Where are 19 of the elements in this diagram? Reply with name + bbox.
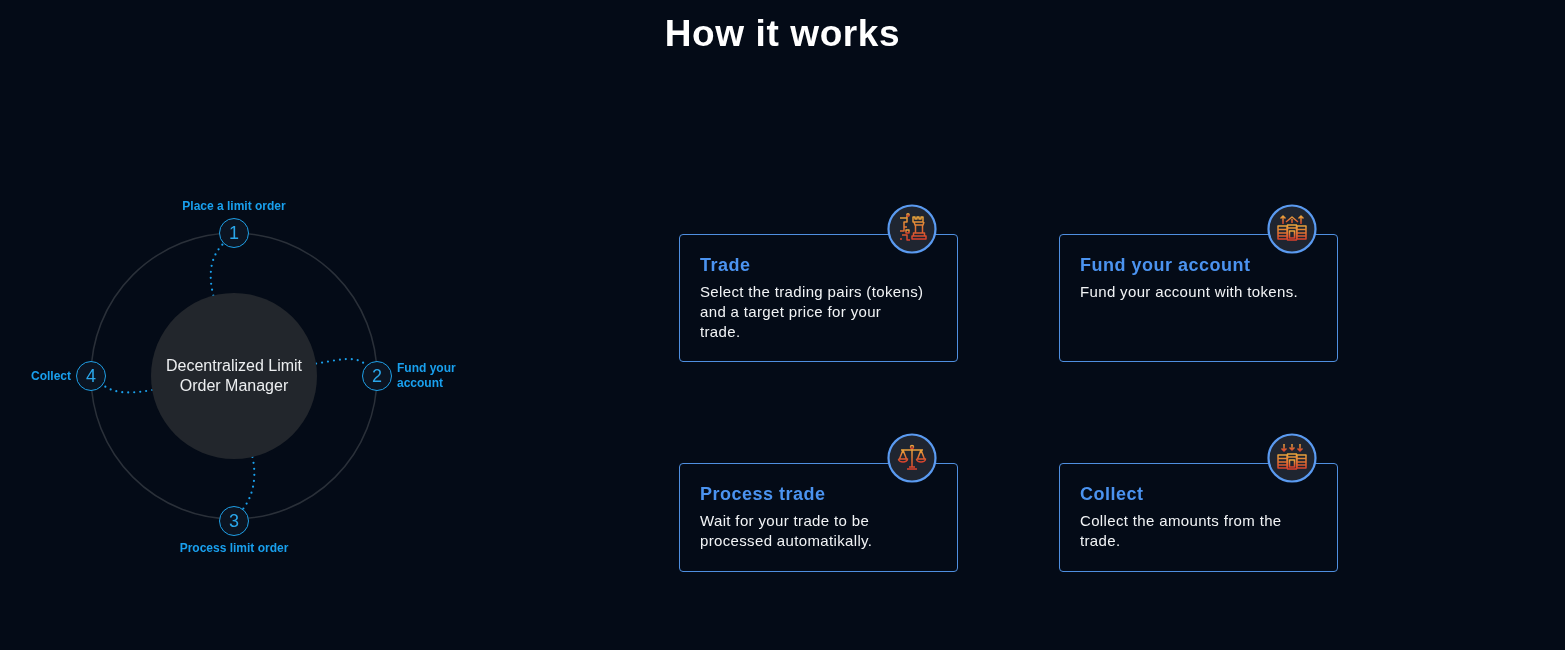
hub-circle: Decentralized Limit Order Manager (151, 293, 317, 459)
card-text: Fund your account with tokens. (1080, 282, 1300, 302)
step-number: 3 (229, 510, 239, 532)
dotted-connector (242, 455, 256, 510)
step-label: Process limit order (179, 541, 289, 556)
card-text: Collect the amounts from the trade. (1080, 511, 1283, 551)
card-text: Wait for your trade to be processed automatikally. (700, 511, 874, 551)
step-label: Place a limit order (182, 199, 286, 214)
card-title: Fund your account (1080, 254, 1251, 276)
card-title: Process trade (700, 483, 826, 505)
step-label: Fund your account (397, 361, 457, 391)
card-text: Select the trading pairs (tokens) and a target price for your trade. (700, 282, 924, 342)
step-number: 4 (86, 365, 96, 387)
card-title: Collect (1080, 483, 1144, 505)
page-title: How it works (664, 12, 901, 56)
step-label: Collect (31, 368, 71, 384)
step-number: 1 (229, 222, 239, 244)
step-number: 2 (372, 365, 382, 387)
card-title: Trade (700, 254, 751, 276)
